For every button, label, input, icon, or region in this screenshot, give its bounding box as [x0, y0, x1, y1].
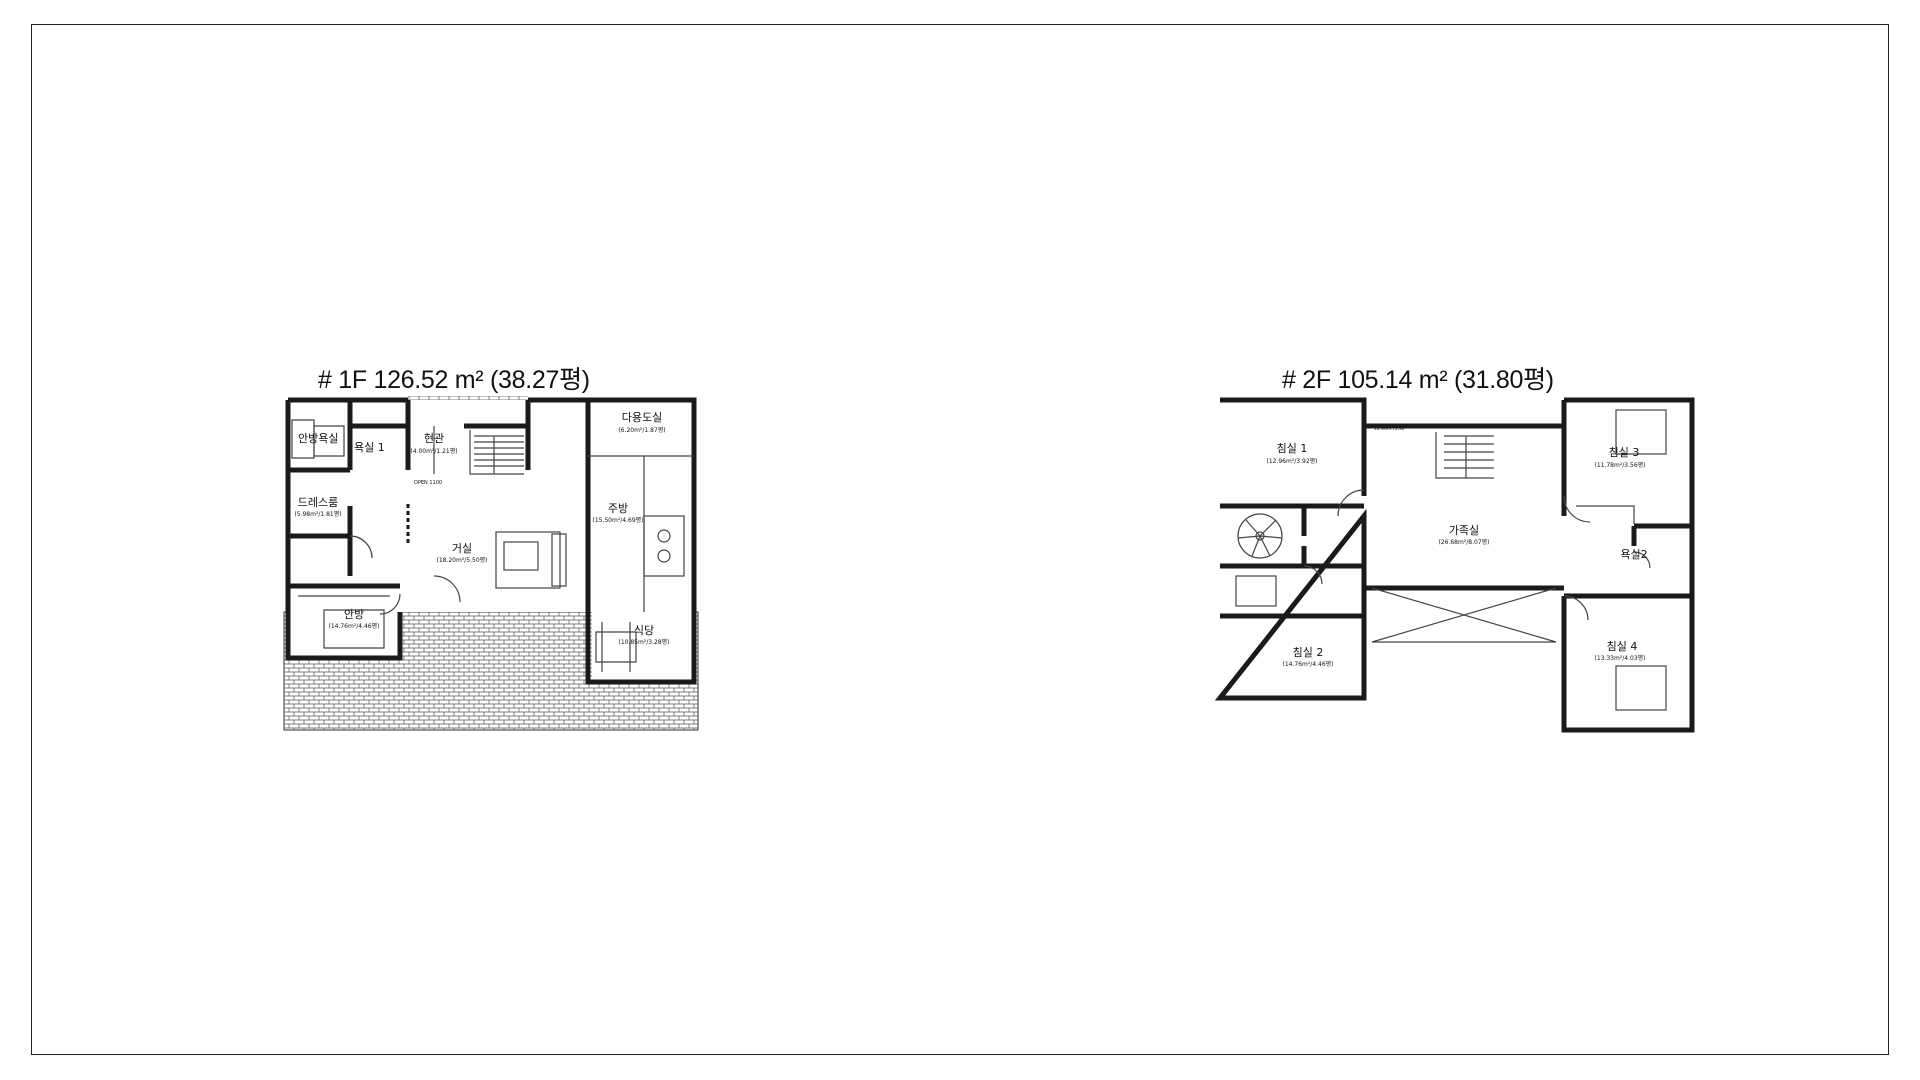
floor-2-title: # 2F 105.14 m² (31.80평): [1282, 366, 1554, 394]
room-dressroom: 드레스룸: [298, 496, 338, 509]
floor-1-plan: 안방욕실 욕실 1 현관 (4.00m²/1.21평) OPEN 1100 다용…: [283, 396, 699, 731]
room-kitchen-area: (15.50m²/4.69평): [592, 516, 643, 524]
room-bed3-area: (11.78m²/3.56평): [1594, 461, 1645, 469]
floor-1-walls: [285, 397, 697, 685]
floor-2-walls: [1214, 397, 1695, 733]
room-bed4: 침실 4: [1607, 640, 1638, 653]
floor-2-plan: 침실 1 (12.96m²/3.92평) 12.96m²/3.92 침실 3 (…: [1214, 396, 1695, 733]
room-utility: 다용도실: [622, 411, 662, 424]
floor-1-drawing: 안방욕실 욕실 1 현관 (4.00m²/1.21평) OPEN 1100 다용…: [283, 396, 699, 731]
room-dressroom-area: (5.98m²/1.81평): [294, 510, 341, 518]
room-master-area: (14.76m²/4.46평): [328, 622, 379, 630]
room-entrance: 현관: [424, 432, 444, 445]
floor-1-thin-lines: [291, 419, 694, 672]
room-living-area: (18.20m²/5.50평): [436, 556, 487, 564]
room-bed3: 침실 3: [1609, 446, 1640, 459]
room-utility-area: (6.20m²/1.87평): [618, 426, 665, 434]
room-family-area: (26.68m²/8.07평): [1438, 538, 1489, 546]
room-family: 가족실: [1449, 524, 1479, 537]
room-dining: 식당: [634, 624, 654, 637]
room-bed1-area: (12.96m²/3.92평): [1266, 457, 1317, 465]
floor-2-thin-lines: [1235, 409, 1667, 711]
page-frame: [31, 24, 1889, 1055]
room-bed2-area: (14.76m²/4.46평): [1282, 660, 1333, 668]
open-note: OPEN 1100: [414, 480, 442, 486]
room-living: 거실: [452, 542, 472, 555]
room-bed2: 침실 2: [1293, 646, 1324, 659]
room-bath1: 욕실 1: [354, 441, 385, 454]
room-entrance-area: (4.00m²/1.21평): [410, 447, 457, 455]
floor-2-drawing: 침실 1 (12.96m²/3.92평) 12.96m²/3.92 침실 3 (…: [1214, 397, 1695, 733]
room-master: 안방: [344, 608, 364, 621]
room-bed1: 침실 1: [1277, 442, 1308, 455]
room-kitchen: 주방: [608, 502, 628, 515]
room-master-bath: 안방욕실: [298, 432, 338, 445]
room-dining-area: (10.85m²/3.28평): [618, 638, 669, 646]
room-bed4-area: (13.33m²/4.03평): [1594, 654, 1645, 662]
room-bath2: 욕실2: [1620, 548, 1647, 561]
room-bed1-tag: 12.96m²/3.92: [1374, 426, 1405, 432]
floor-1-title: # 1F 126.52 m² (38.27평): [318, 366, 590, 394]
